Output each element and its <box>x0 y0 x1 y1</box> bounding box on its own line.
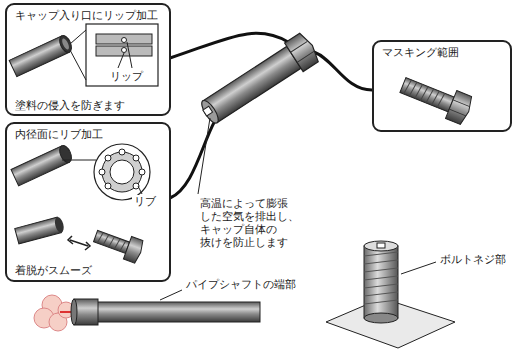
callout-box: マスキング範囲 <box>372 40 512 132</box>
part-label: リブ <box>132 195 158 209</box>
part-label: リップ <box>108 70 145 84</box>
part-label: パイプシャフトの端部 <box>184 278 298 292</box>
part-label: ボルトネジ部 <box>438 253 508 267</box>
cap-drawing <box>197 31 322 129</box>
part-label: 高温によって膨張 した空気を排出し、 キャップ自体の 抜けを防止します <box>198 197 314 249</box>
callout-box: キャップ入り口にリップ加工塗料の侵入を防ぎます <box>5 3 171 116</box>
box-heading: 内径面にリブ加工 <box>15 128 103 141</box>
box-heading: マスキング範囲 <box>382 46 459 59</box>
box-note: 着脱がスムーズ <box>15 264 92 277</box>
box-note: 塗料の侵入を防ぎます <box>15 99 125 112</box>
box-heading: キャップ入り口にリップ加工 <box>15 9 158 22</box>
